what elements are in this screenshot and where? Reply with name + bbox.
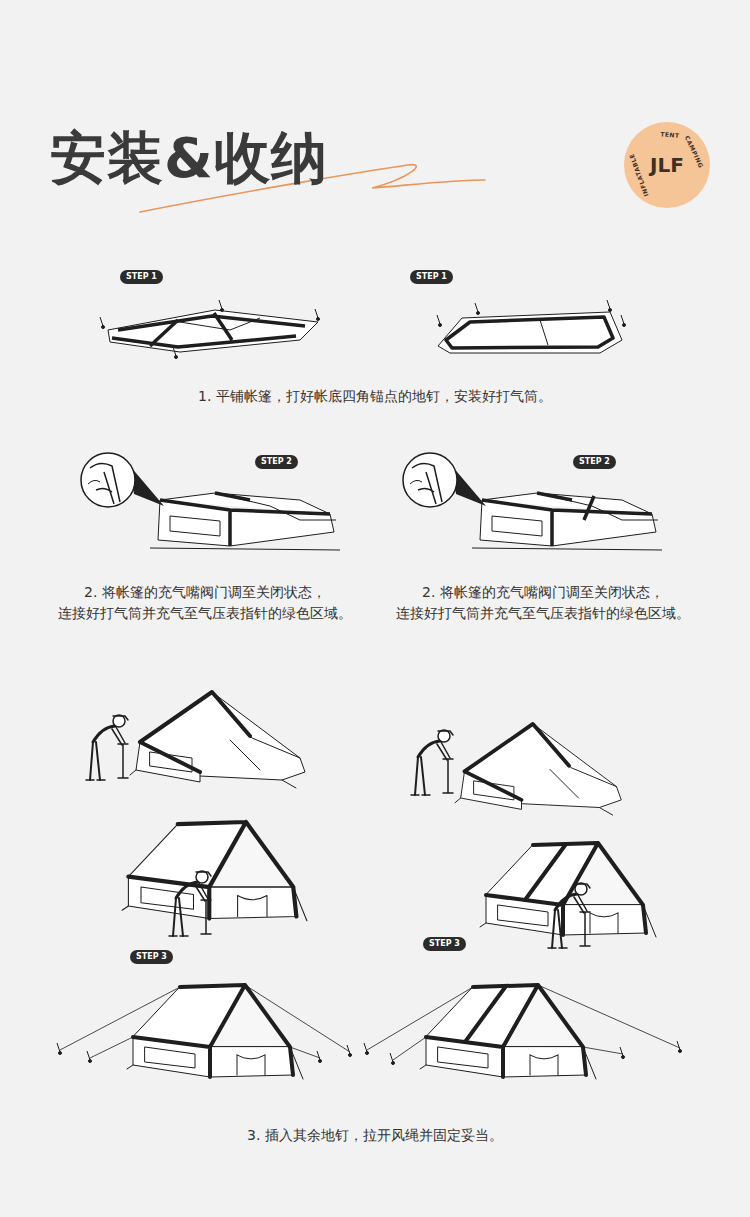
step-badge: STEP 1 bbox=[120, 270, 163, 284]
line-art bbox=[127, 985, 303, 1079]
logo-text: JLF bbox=[650, 155, 684, 175]
line-art bbox=[315, 309, 320, 321]
line-art bbox=[548, 883, 590, 948]
line-art bbox=[455, 724, 621, 815]
line-art bbox=[455, 724, 621, 815]
step2-inflating-tent-left bbox=[81, 453, 340, 550]
step-badge: STEP 1 bbox=[410, 270, 453, 284]
line-art bbox=[170, 516, 220, 536]
line-art bbox=[118, 316, 305, 330]
step-label: STEP 1 bbox=[416, 272, 447, 282]
step3-finished-tent-right bbox=[364, 985, 682, 1079]
line-art bbox=[437, 315, 442, 327]
line-art bbox=[620, 1047, 625, 1059]
line-art bbox=[411, 730, 453, 795]
line-art bbox=[160, 493, 330, 546]
line-art bbox=[607, 300, 612, 312]
step3-finished-tent-left bbox=[57, 985, 352, 1079]
step-label: STEP 3 bbox=[429, 939, 460, 949]
line-art bbox=[112, 313, 296, 347]
step1-flat-tent-left bbox=[100, 300, 320, 359]
line-art bbox=[169, 871, 211, 936]
line-art bbox=[90, 463, 120, 504]
step-caption: 2. 将帐篷的充气嘴阀门调至关闭状态， 连接好打气筒并充气至气压表指针的绿色区域… bbox=[378, 582, 708, 624]
line-art bbox=[88, 480, 100, 484]
line-art bbox=[122, 822, 307, 921]
line-art bbox=[677, 1041, 682, 1053]
line-art bbox=[150, 548, 340, 550]
line-art bbox=[130, 466, 164, 506]
step3-standing-tent-right bbox=[480, 843, 656, 948]
step3-raising-tent-left bbox=[86, 692, 305, 788]
step-label: STEP 2 bbox=[579, 457, 610, 467]
step-badge: STEP 2 bbox=[255, 455, 298, 469]
line-art bbox=[180, 318, 260, 330]
line-art bbox=[475, 303, 480, 315]
line-art bbox=[230, 510, 334, 546]
line-art bbox=[584, 496, 594, 520]
line-art bbox=[317, 1051, 322, 1063]
line-art bbox=[540, 320, 548, 345]
step1-flat-tent-right bbox=[437, 300, 626, 353]
line-art bbox=[57, 1043, 62, 1055]
step-label: STEP 2 bbox=[261, 457, 292, 467]
line-art bbox=[347, 1045, 352, 1057]
line-art bbox=[100, 317, 105, 329]
page-title: 安装&收纳 bbox=[50, 130, 328, 186]
line-art bbox=[122, 822, 307, 921]
line-art bbox=[60, 985, 350, 1058]
line-art bbox=[480, 843, 656, 937]
step-caption: 3. 插入其余地钉，拉开风绳并固定妥当。 bbox=[0, 1125, 750, 1146]
step-badge: STEP 2 bbox=[573, 455, 616, 469]
line-art bbox=[219, 300, 224, 312]
line-art bbox=[87, 1051, 92, 1063]
line-art bbox=[81, 453, 135, 507]
line-art bbox=[446, 317, 613, 348]
line-art bbox=[130, 692, 305, 788]
line-art bbox=[127, 985, 303, 1079]
line-art bbox=[367, 985, 680, 1060]
line-art bbox=[390, 1053, 395, 1065]
step-label: STEP 3 bbox=[136, 952, 167, 962]
line-art bbox=[621, 315, 626, 327]
step-badge: STEP 3 bbox=[423, 937, 466, 951]
line-art bbox=[108, 310, 318, 352]
step3-raising-tent-right bbox=[411, 724, 621, 815]
line-art bbox=[173, 347, 178, 359]
line-art bbox=[480, 843, 656, 937]
line-art bbox=[403, 453, 662, 550]
line-art bbox=[86, 715, 128, 780]
line-art bbox=[438, 312, 622, 353]
step2-inflating-tent-right bbox=[403, 453, 662, 550]
step-badge: STEP 3 bbox=[130, 950, 173, 964]
step-caption: 2. 将帐篷的充气嘴阀门调至关闭状态， 连接好打气筒并充气至气压表指针的绿色区域… bbox=[40, 582, 370, 624]
step-caption: 1. 平铺帐篷，打好帐底四角锚点的地钉，安装好打气筒。 bbox=[0, 386, 750, 407]
step3-standing-tent-left bbox=[122, 822, 307, 936]
step-label: STEP 1 bbox=[126, 272, 157, 282]
line-art bbox=[364, 1043, 369, 1055]
